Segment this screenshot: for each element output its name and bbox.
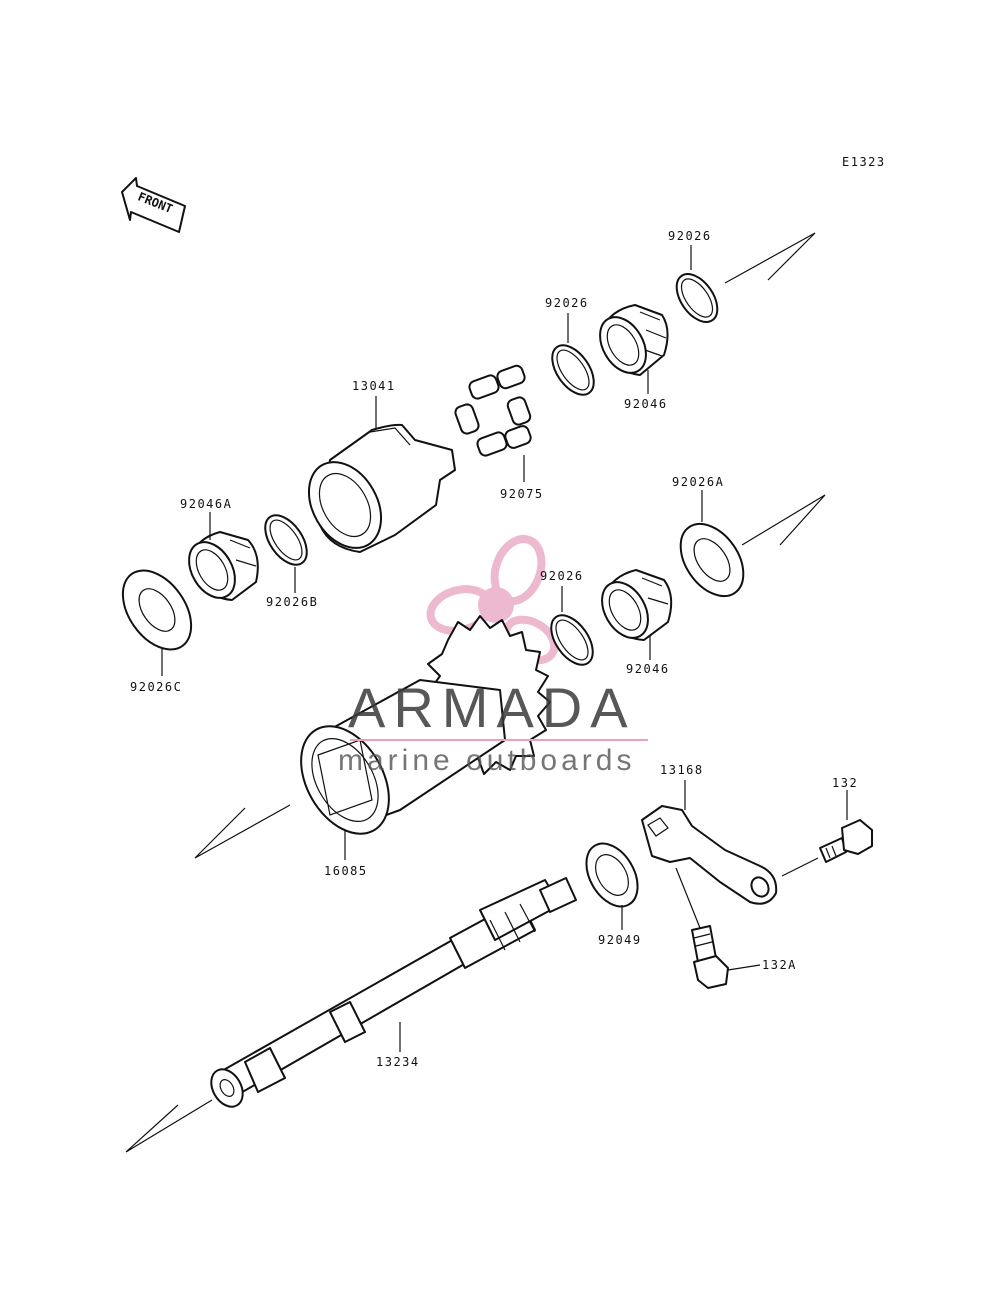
label-132A: 132A (762, 958, 797, 972)
watermark-propeller-icon (426, 535, 559, 665)
part-92046-bearing-top[interactable]: 92046 (591, 304, 669, 411)
label-13234: 13234 (376, 1055, 420, 1069)
label-13041: 13041 (352, 379, 396, 393)
part-13234-shaft[interactable]: 13234 (205, 877, 577, 1112)
part-92026-ring-mid[interactable]: 92026 (544, 296, 602, 402)
front-arrow-icon: FRONT (121, 177, 186, 233)
label-92026A: 92026A (672, 475, 724, 489)
watermark-subtitle: marine outboards (338, 744, 635, 777)
part-92026C-washer[interactable]: 92026C (109, 558, 205, 694)
label-92026-top: 92026 (668, 229, 712, 243)
part-92026-ring-low[interactable]: 92026 (540, 569, 601, 672)
label-92046-top: 92046 (624, 397, 668, 411)
part-92049-seal[interactable]: 92049 (576, 835, 648, 947)
label-92049: 92049 (598, 933, 642, 947)
part-92026B-ring[interactable]: 92026B (257, 508, 319, 609)
part-92046-bearing-low[interactable]: 92046 (593, 569, 673, 676)
part-92026-ring-top[interactable]: 92026 (668, 229, 726, 329)
part-13168-lever[interactable]: 13168 (641, 763, 778, 929)
label-92026-mid: 92026 (545, 296, 589, 310)
label-16085: 16085 (324, 864, 368, 878)
label-92075: 92075 (500, 487, 544, 501)
watermark-title: ARMADA (348, 676, 636, 739)
diagram-code: E1323 (842, 155, 886, 169)
part-16085-gear[interactable]: 16085 (283, 615, 551, 878)
watermark: ARMADA marine outboards (338, 676, 648, 777)
part-132A-bolt[interactable]: 132A (691, 925, 797, 989)
label-92046A: 92046A (180, 497, 232, 511)
part-13041-housing[interactable]: 13041 (294, 379, 456, 561)
label-92026-low: 92026 (540, 569, 584, 583)
part-92046A-bearing[interactable]: 92046A (180, 497, 259, 606)
part-92075-damper[interactable]: 92075 (454, 364, 544, 501)
part-132-bolt[interactable]: 132 (781, 776, 873, 877)
part-92026A-washer[interactable]: 92026A (668, 475, 756, 608)
label-92046-low: 92046 (626, 662, 670, 676)
label-92026C: 92026C (130, 680, 182, 694)
label-92026B: 92026B (266, 595, 318, 609)
label-132: 132 (832, 776, 858, 790)
axis-lines (125, 232, 826, 1153)
label-13168: 13168 (660, 763, 704, 777)
